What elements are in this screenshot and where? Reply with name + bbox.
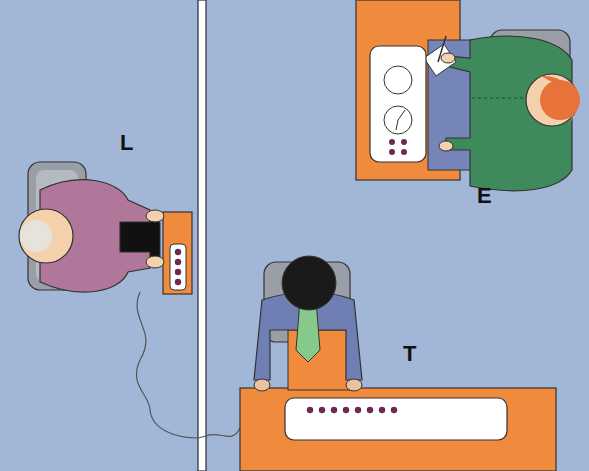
learner-figure (19, 162, 192, 294)
experimenter-figure (356, 0, 580, 191)
wall (198, 0, 206, 471)
person-label: T (403, 343, 416, 365)
person-label: L (120, 132, 133, 154)
person-label: E (477, 185, 492, 207)
electrode-wire (136, 292, 240, 438)
teacher-figure (240, 256, 556, 471)
